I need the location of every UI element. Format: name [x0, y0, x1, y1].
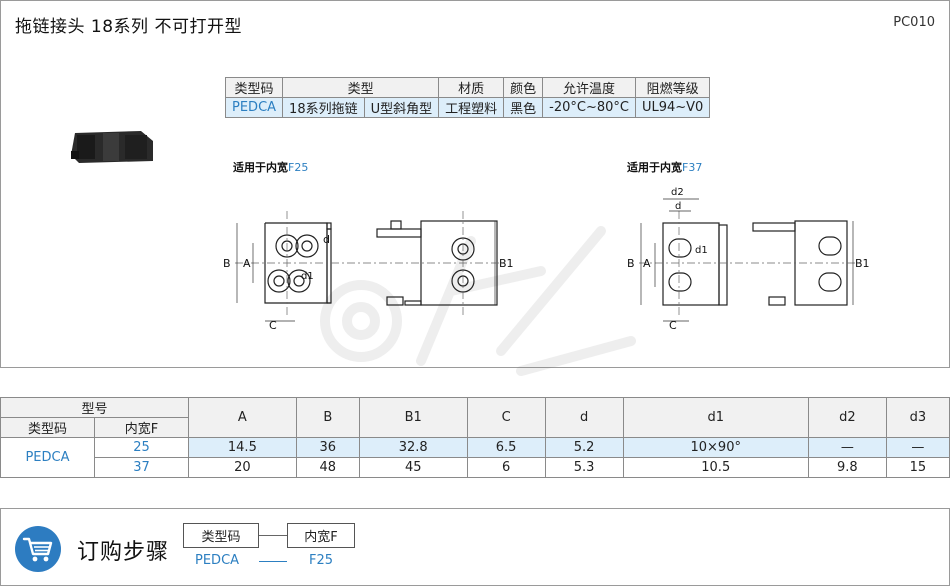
col-d2: d2: [807, 397, 887, 438]
dim-C: C: [669, 319, 677, 331]
product-panel: 拖链接头 18系列 不可打开型 PC010 类型码 类型 材质 颜色 允许温度 …: [0, 0, 950, 376]
spec-header-row: 类型码 类型 材质 颜色 允许温度 阻燃等级: [224, 77, 711, 98]
dim-B1: B1: [499, 257, 514, 270]
value-cell: 6.5: [466, 437, 546, 458]
value-cell: 36: [295, 437, 360, 458]
product-image: [71, 131, 153, 163]
spec-header-type: 类型: [282, 77, 440, 98]
technical-drawing-f25: B A d d1 B1 C: [223, 211, 514, 331]
order-box-width: 内宽F: [287, 523, 355, 548]
col-d3: d3: [885, 397, 950, 438]
shopping-cart-icon: [15, 526, 61, 572]
value-cell: 6: [466, 457, 546, 478]
label-prefix: 适用于内宽: [233, 161, 288, 174]
spec-header-temp: 允许温度: [542, 77, 636, 98]
value-cell: —: [885, 437, 950, 458]
dim-B: B: [627, 257, 635, 270]
width-cell: 25: [94, 437, 189, 458]
spec-header-typecode: 类型码: [224, 77, 284, 98]
sub-header-width: 内宽F: [94, 417, 189, 438]
value-cell: 9.8: [807, 457, 887, 478]
dim-B: B: [223, 257, 231, 270]
table-row: 37 20 48 45 6 5.3 10.5 9.8 15: [1, 457, 950, 478]
col-B: B: [295, 397, 360, 438]
dim-d: d: [323, 233, 330, 246]
label-value: F25: [288, 161, 309, 174]
col-d1: d1: [622, 397, 809, 438]
spec-typecode: PEDCA: [224, 97, 284, 118]
spec-shape: U型斜角型: [363, 97, 440, 118]
value-cell: 10×90°: [622, 437, 809, 458]
connector-line: [259, 535, 287, 536]
value-cell: 48: [295, 457, 360, 478]
dim-d: d: [675, 201, 681, 212]
order-box-typecode: 类型码: [183, 523, 259, 548]
dim-C: C: [269, 319, 277, 331]
value-cell: —: [807, 437, 887, 458]
spec-series: 18系列拖链: [282, 97, 365, 118]
order-value-width: F25: [309, 553, 334, 568]
dim-d1: d1: [695, 245, 708, 256]
col-B1: B1: [358, 397, 468, 438]
spec-header-flame: 阻燃等级: [634, 77, 711, 98]
dim-A: A: [243, 257, 251, 270]
value-cell: 32.8: [358, 437, 468, 458]
dim-A: A: [643, 257, 651, 270]
type-code-cell: PEDCA: [0, 437, 95, 478]
technical-drawing-f37: B A d2 d d1 B1 C: [627, 187, 869, 331]
page-title: 拖链接头 18系列 不可打开型: [15, 17, 242, 37]
spec-material: 工程塑料: [438, 97, 505, 118]
value-cell: 5.3: [544, 457, 624, 478]
dim-B1: B1: [855, 257, 869, 270]
value-cell: 5.2: [544, 437, 624, 458]
order-steps-panel: 订购步骤 类型码 内宽F PEDCA F25: [0, 508, 950, 586]
value-cell: 10.5: [622, 457, 809, 478]
connector-line-blue: [259, 561, 287, 562]
spec-flame: UL94~V0: [634, 97, 711, 118]
label-value: F37: [682, 161, 703, 174]
spec-header-color: 颜色: [503, 77, 544, 98]
spec-header-material: 材质: [438, 77, 505, 98]
table-header-row-1: 型号 A B B1 C d d1 d2 d3: [0, 397, 950, 438]
value-cell: 15: [885, 457, 950, 478]
value-cell: 45: [358, 457, 468, 478]
sub-header-typecode: 类型码: [0, 417, 95, 438]
dimension-table: 型号 A B B1 C d d1 d2 d3 类型码 内宽F PEDCA 25 …: [0, 397, 950, 478]
value-cell: 20: [188, 457, 297, 478]
drawing-label-f37: 适用于内宽F37: [627, 159, 702, 175]
drawing-label-f25: 适用于内宽F25: [233, 159, 308, 175]
spec-value-row: PEDCA 18系列拖链 U型斜角型 工程塑料 黑色 -20°C~80°C UL…: [224, 97, 711, 118]
table-header-row-2: 类型码 内宽F: [0, 417, 950, 438]
table-row: PEDCA 25 14.5 36 32.8 6.5 5.2 10×90° — —: [0, 437, 950, 478]
col-C: C: [466, 397, 546, 438]
spec-table: 类型码 类型 材质 颜色 允许温度 阻燃等级 PEDCA 18系列拖链 U型斜角…: [224, 77, 711, 118]
dim-d2: d2: [671, 187, 684, 198]
col-A: A: [188, 397, 297, 438]
order-value-typecode: PEDCA: [195, 553, 240, 568]
spec-color: 黑色: [503, 97, 544, 118]
dim-d1: d1: [301, 271, 314, 282]
width-cell: 37: [94, 457, 189, 478]
group-header: 型号: [0, 397, 189, 418]
col-d: d: [544, 397, 624, 438]
label-prefix: 适用于内宽: [627, 161, 682, 174]
product-code: PC010: [893, 15, 935, 30]
value-cell: 14.5: [188, 437, 297, 458]
order-title: 订购步骤: [77, 540, 170, 565]
spec-temp: -20°C~80°C: [542, 97, 636, 118]
